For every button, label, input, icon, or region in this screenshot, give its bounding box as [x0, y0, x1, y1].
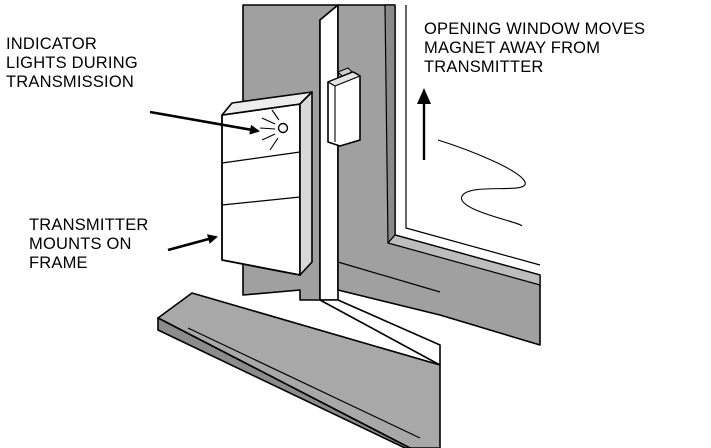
magnet	[327, 67, 361, 147]
transmitter	[221, 91, 313, 276]
transmitter-label: TRANSMITTER MOUNTS ON FRAME	[29, 216, 149, 273]
indicator-label-line-2: LIGHTS DURING	[6, 54, 138, 72]
window-sash	[337, 4, 541, 346]
transmitter-label-line-1: TRANSMITTER	[29, 216, 149, 234]
light-rays	[259, 109, 280, 151]
window-sill	[157, 292, 441, 448]
opening-label-line-2: MAGNET AWAY FROM	[424, 39, 601, 57]
opening-window-label: OPENING WINDOW MOVES MAGNET AWAY FROM TR…	[424, 20, 645, 77]
indicator-label: INDICATOR LIGHTS DURING TRANSMISSION	[6, 35, 138, 92]
transmitter-label-line-2: MOUNTS ON	[29, 235, 132, 253]
indicator-label-line-3: TRANSMISSION	[6, 73, 134, 91]
opening-label-line-1: OPENING WINDOW MOVES	[424, 20, 646, 38]
indicator-label-line-1: INDICATOR	[6, 35, 98, 53]
glass-reflection	[437, 139, 526, 227]
window-motion-arrow	[417, 88, 431, 160]
transmitter-label-line-3: FRAME	[29, 254, 88, 272]
opening-label-line-3: TRANSMITTER	[424, 58, 544, 76]
indicator-pointer-arrow	[149, 110, 260, 135]
indicator-light	[277, 122, 289, 134]
transmitter-pointer-arrow	[167, 234, 218, 252]
